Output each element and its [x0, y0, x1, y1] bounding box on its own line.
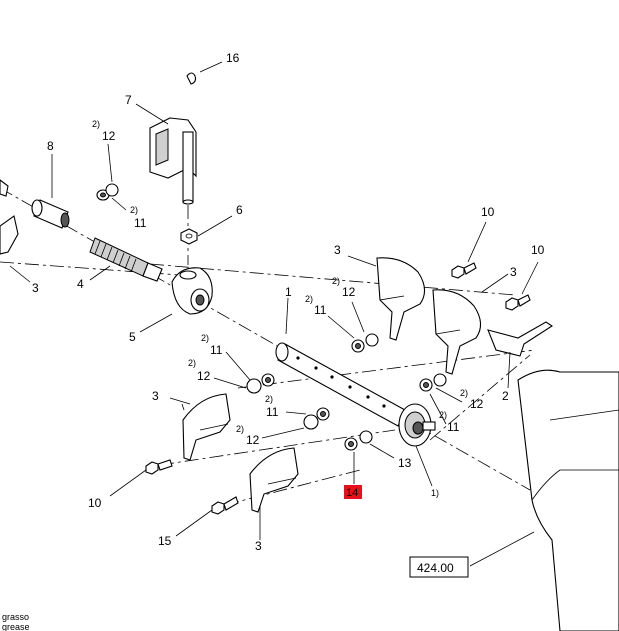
callout-11-left: 11 — [210, 343, 223, 357]
callout-2: 2 — [502, 389, 509, 403]
callout-5: 5 — [129, 330, 136, 344]
page-reference-label: 424.00 — [417, 561, 454, 575]
callout-6: 6 — [236, 203, 243, 217]
callout-labels: 16 7 2) 12 8 2) 11 6 4 3 5 1 2) 12 2) 11… — [32, 51, 545, 553]
highlight-box — [344, 485, 362, 499]
callout-11-top: 11 — [134, 216, 147, 230]
part-bolt-upper-2 — [505, 294, 531, 311]
part-blade-lower-2 — [249, 447, 299, 513]
callout-3-left: 3 — [32, 281, 39, 295]
callout-10-lower: 10 — [88, 496, 102, 510]
callout-11-note-left: 2) — [201, 333, 209, 343]
callout-16: 16 — [226, 51, 240, 65]
callout-10-upper-right: 10 — [531, 243, 545, 257]
callout-12-note-mid: 2) — [332, 276, 340, 286]
callout-11-lower: 11 — [266, 405, 279, 419]
callout-11-note-lower: 2) — [265, 394, 273, 404]
part-left-edge — [0, 179, 19, 255]
callout-12-mid: 12 — [342, 285, 356, 299]
washer-group-middle — [246, 333, 447, 451]
callout-7: 7 — [125, 93, 132, 107]
legend-line-2: grease — [2, 622, 30, 631]
callout-12-note-lower: 2) — [236, 424, 244, 434]
callout-3-upper-right: 3 — [510, 265, 517, 279]
highlighted-callout-14[interactable]: 14 — [344, 485, 362, 499]
callout-1: 1 — [285, 285, 292, 299]
callout-12-note-right: 2) — [460, 388, 468, 398]
part-blade-upper-2 — [432, 289, 482, 375]
callout-12-left: 12 — [197, 369, 211, 383]
part-clip — [186, 72, 197, 85]
part-blade-right — [487, 321, 554, 357]
callout-12-right: 12 — [470, 397, 484, 411]
callout-11-note-mid: 2) — [305, 294, 313, 304]
callout-12-note-left: 2) — [188, 358, 196, 368]
part-nut-small — [180, 228, 198, 245]
part-blade-lower-1 — [182, 393, 231, 461]
callout-3-upper: 3 — [334, 243, 341, 257]
legend: grasso grease — [2, 612, 30, 631]
callout-11-note-top: 2) — [130, 205, 138, 215]
machine-housing — [517, 369, 619, 631]
part-bolt-long — [211, 496, 239, 515]
callout-1-note: 1) — [431, 488, 439, 498]
callout-4: 4 — [77, 277, 84, 291]
callout-12-top: 12 — [102, 129, 116, 143]
page-reference: 424.00 — [409, 556, 469, 578]
callout-3-bottom: 3 — [255, 539, 262, 553]
callout-12-note-top: 2) — [92, 119, 100, 129]
part-blade-upper-1 — [376, 257, 426, 341]
callout-11-note-right: 2) — [439, 410, 447, 420]
part-bolt-lower — [145, 459, 173, 475]
callout-11-mid: 11 — [314, 303, 327, 317]
part-main-shaft — [275, 342, 406, 427]
callout-13: 13 — [398, 456, 412, 470]
callout-11-right: 11 — [447, 420, 460, 434]
part-hub — [171, 267, 213, 315]
highlight-label: 14 — [346, 487, 358, 499]
part-flange — [398, 403, 436, 447]
callout-10-upper: 10 — [481, 205, 495, 219]
callout-12-lower: 12 — [246, 433, 260, 447]
washer-group-top — [96, 183, 119, 201]
callout-8: 8 — [47, 139, 54, 153]
callout-15: 15 — [158, 534, 172, 548]
part-bolt-upper-1 — [451, 262, 477, 279]
part-sleeve — [31, 199, 70, 229]
part-bracket — [149, 117, 197, 205]
part-splined-shaft — [89, 237, 163, 282]
callout-3-lower: 3 — [152, 389, 159, 403]
legend-line-1: grasso — [2, 612, 29, 622]
leader-lines — [9, 61, 539, 567]
